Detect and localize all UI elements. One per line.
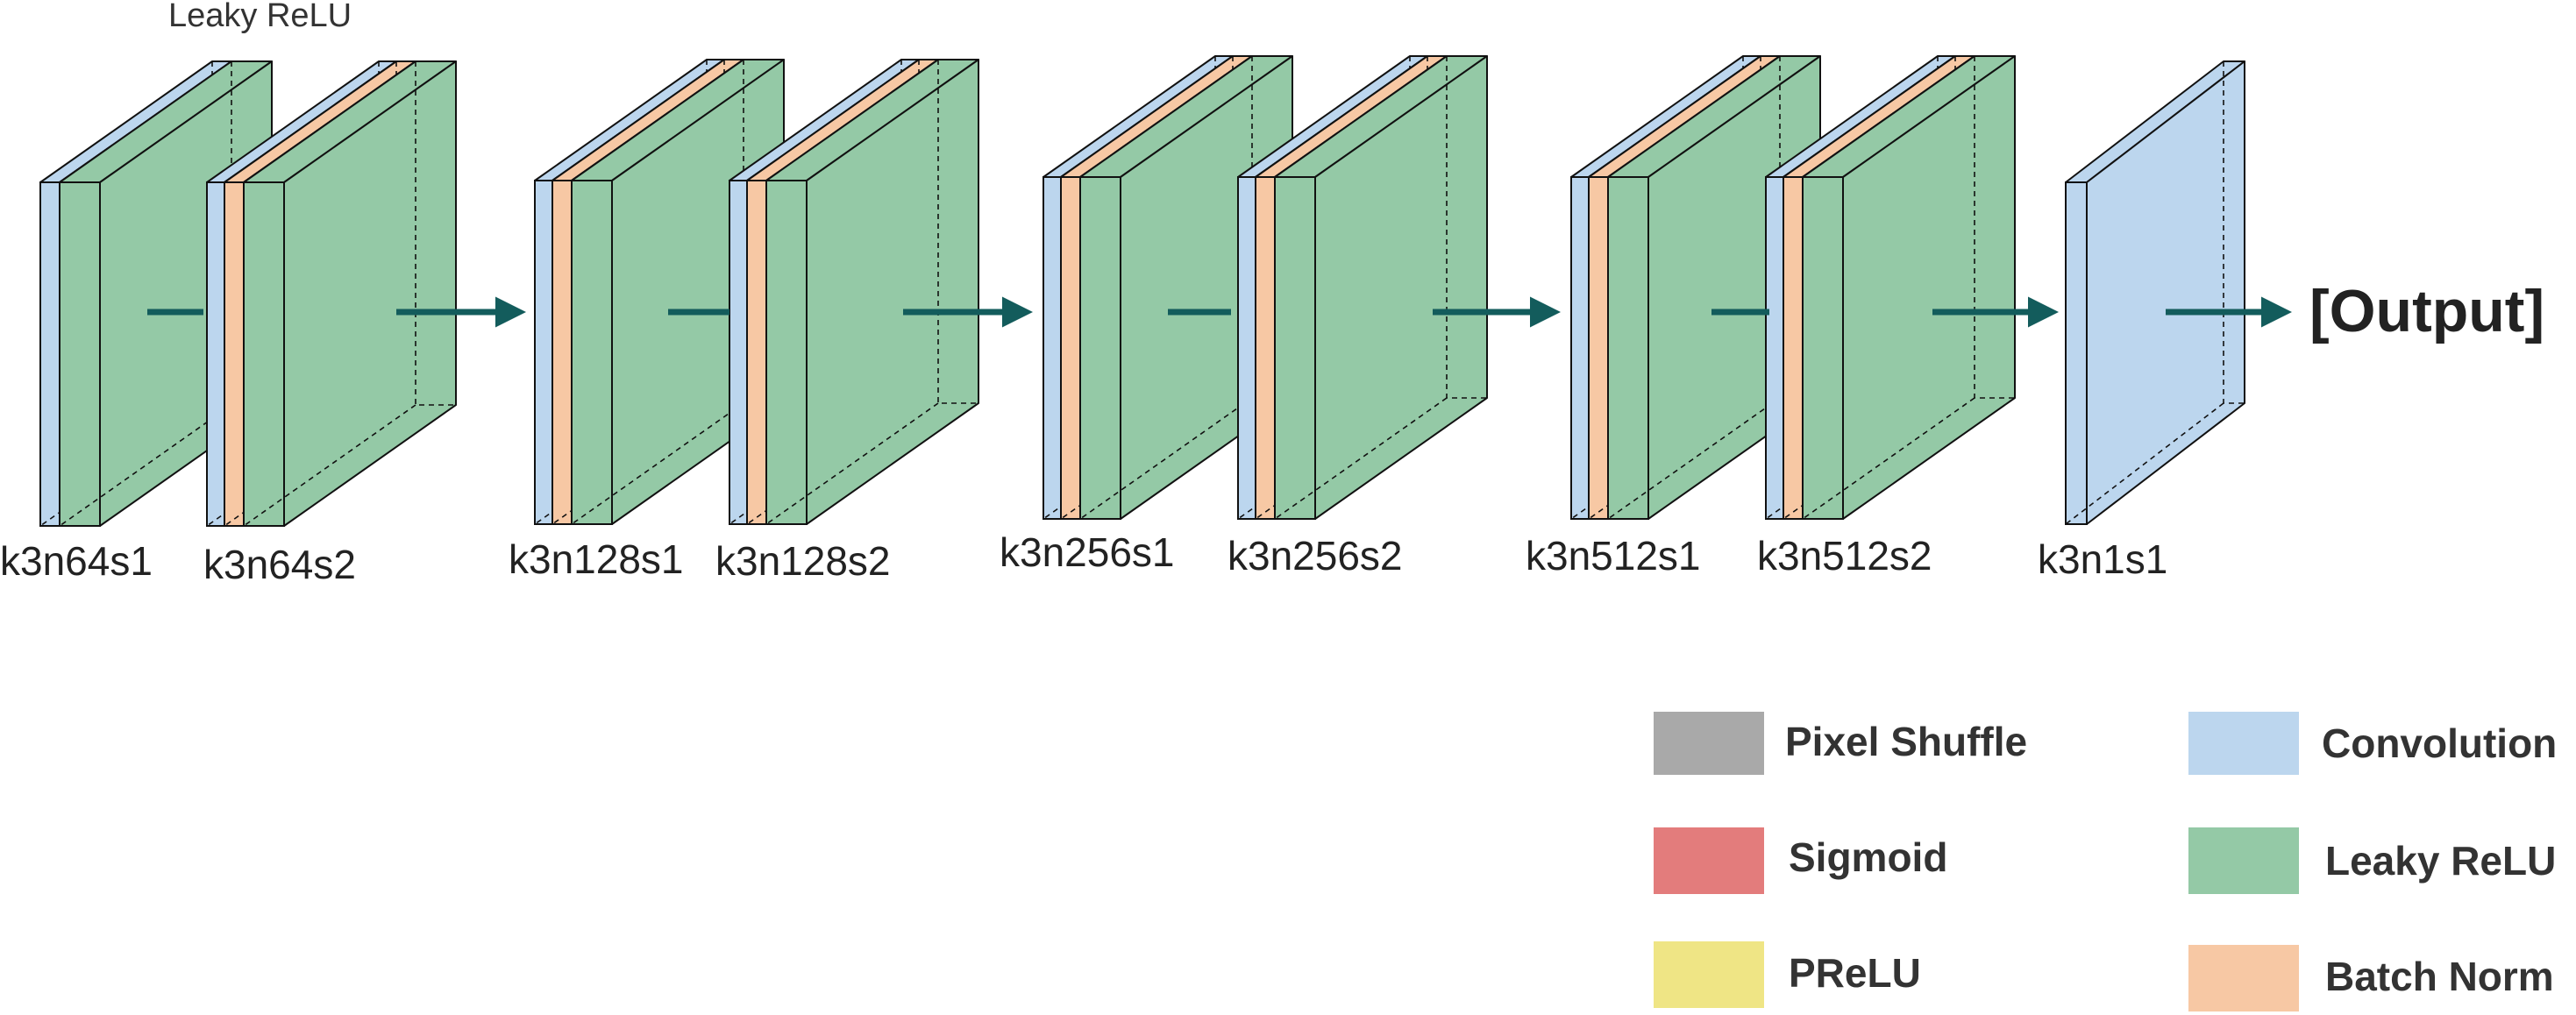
block-k3n128s2: [729, 59, 979, 525]
legend-label-sigmoid: Sigmoid: [1789, 834, 1947, 880]
legend-swatch-prelu: [1654, 941, 1764, 1008]
legend-item-prelu: PReLU: [1654, 941, 1921, 1008]
legend-label-pixel-shuffle: Pixel Shuffle: [1785, 719, 2027, 764]
block-k3n512s2: [1765, 55, 2016, 520]
layer-relu: [243, 60, 457, 527]
legend-swatch-batch-norm: [2188, 945, 2299, 1011]
block-label: k3n64s2: [203, 542, 356, 587]
layer-blocks: [39, 55, 2245, 527]
block-labels: k3n64s1 k3n64s2 k3n128s1 k3n128s2 k3n256s1 k3…: [0, 529, 2167, 587]
top-layer-annotation: Leaky ReLU: [168, 0, 352, 34]
block-label: k3n512s2: [1757, 533, 1932, 578]
block-k3n128s1: [534, 59, 785, 525]
legend-label-batch-norm: Batch Norm: [2325, 954, 2554, 999]
legend-swatch-pixel-shuffle: [1654, 712, 1764, 775]
legend-item-batch-norm: Batch Norm: [2188, 945, 2554, 1011]
block-label: k3n1s1: [2038, 536, 2167, 582]
legend-item-convolution: Convolution: [2188, 712, 2557, 775]
layer-conv: [2065, 60, 2245, 525]
layer-relu: [765, 59, 979, 525]
layer-relu: [1274, 55, 1488, 520]
legend-swatch-leaky-relu: [2188, 827, 2299, 894]
block-label: k3n256s1: [1000, 529, 1175, 575]
legend-label-leaky-relu: Leaky ReLU: [2325, 838, 2556, 884]
block-label: k3n512s1: [1526, 533, 1701, 578]
legend-label-prelu: PReLU: [1789, 950, 1921, 996]
legend-swatch-convolution: [2188, 712, 2299, 775]
block-k3n256s2: [1237, 55, 1488, 520]
legend-label-convolution: Convolution: [2322, 720, 2557, 766]
legend: Pixel Shuffle Convolution Sigmoid Leaky …: [1654, 712, 2557, 1011]
legend-item-leaky-relu: Leaky ReLU: [2188, 827, 2556, 894]
layer-relu: [1802, 55, 2016, 520]
legend-swatch-sigmoid: [1654, 827, 1764, 894]
output-label: [Output]: [2309, 278, 2544, 344]
block-label: k3n64s1: [0, 538, 153, 584]
legend-item-sigmoid: Sigmoid: [1654, 827, 1947, 894]
block-k3n64s2: [206, 60, 457, 527]
block-label: k3n128s2: [715, 538, 891, 584]
block-k3n1s1: [2065, 60, 2245, 525]
block-label: k3n256s2: [1228, 533, 1403, 578]
legend-item-pixel-shuffle: Pixel Shuffle: [1654, 712, 2027, 775]
block-label: k3n128s1: [509, 536, 684, 582]
